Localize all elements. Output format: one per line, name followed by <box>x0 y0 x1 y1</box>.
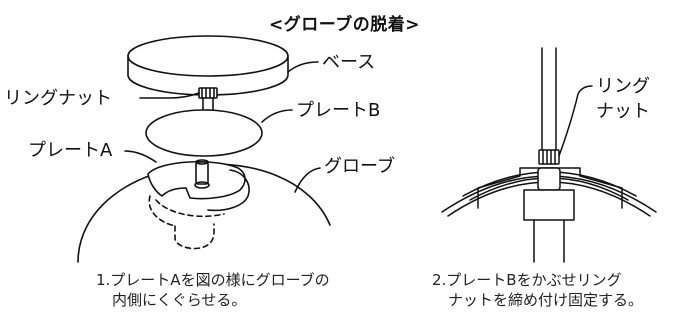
caption-step2-line2: ナットを締め付け固定する。 <box>448 291 644 309</box>
leader-plate-a <box>124 150 157 163</box>
leader-ring-nut <box>139 92 200 99</box>
leader-right-ring-nut <box>558 85 593 157</box>
hidden-plate-outline <box>148 195 225 250</box>
right-ring-nut <box>538 149 560 165</box>
right-lower-fitting <box>523 167 575 263</box>
plate-b-part <box>145 109 263 157</box>
diagram-title: <グローブの脱着> <box>269 15 420 35</box>
label-right-ring-line2: ナット <box>596 101 650 122</box>
plate-a-part <box>147 159 250 212</box>
leader-globe <box>294 167 321 193</box>
leader-plate-b <box>261 109 293 123</box>
label-base: ベース <box>322 52 376 73</box>
label-plate-b: プレートB <box>296 100 381 121</box>
label-globe: グローブ <box>324 156 395 177</box>
label-ring-nut: リングナット <box>4 88 112 109</box>
caption-step1-line2: 内側にくぐらせる。 <box>112 291 247 309</box>
label-right-ring-line1: リング <box>596 76 650 97</box>
caption-step1-line1: 1.プレートAを図の様にグローブの <box>96 271 330 289</box>
base-disc <box>127 35 289 96</box>
label-plate-a: プレートA <box>28 140 113 161</box>
caption-step2-line1: 2.プレートBをかぶせリング <box>432 271 622 289</box>
leader-base <box>287 61 319 73</box>
